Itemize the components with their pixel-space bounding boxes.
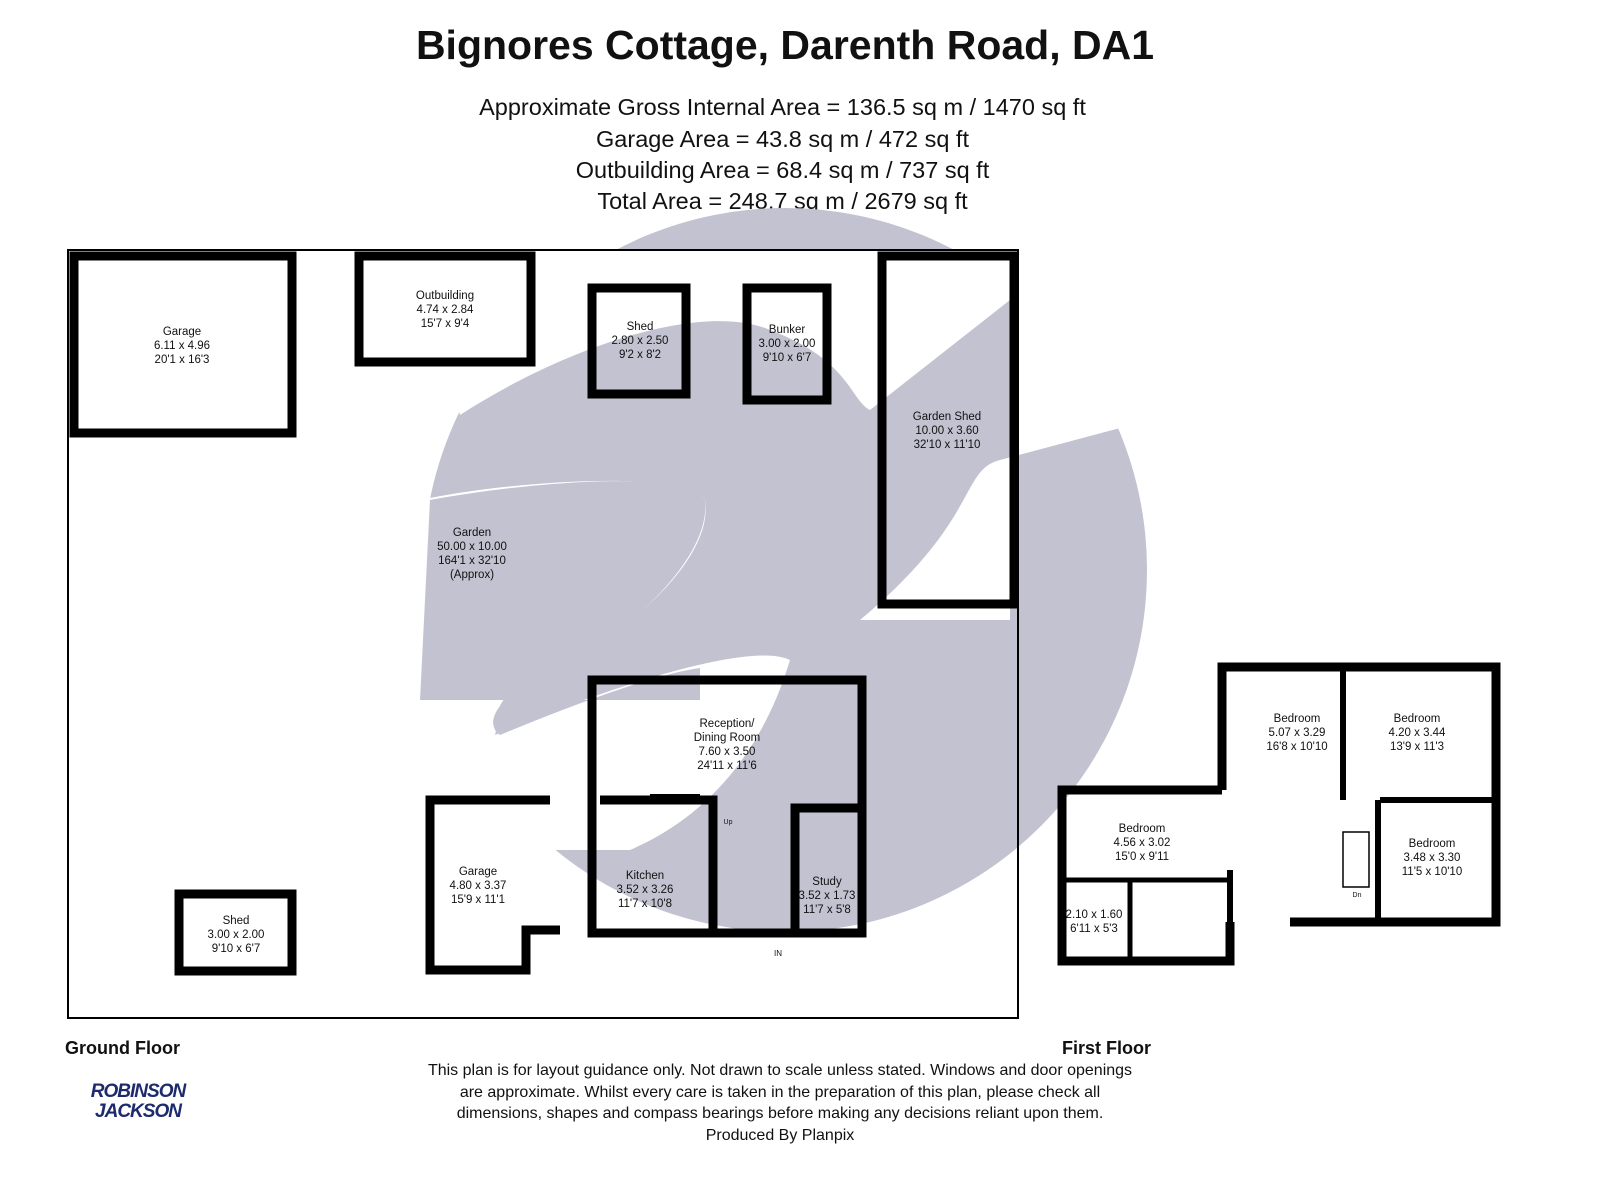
chimney [650,794,700,804]
study-walls [790,803,862,933]
disclaimer: This plan is for layout guidance only. N… [427,1062,1133,1144]
shed-walls [587,283,691,399]
robinson-jackson-logo: ROBINSON JACKSON [90,1081,186,1122]
first-floor-label: First Floor [1062,1038,1151,1058]
outbuilding-area: Outbuilding Area = 68.4 sq m / 737 sq ft [575,157,990,183]
garden-shed-walls [877,251,1019,609]
ground-floor-label: Ground Floor [65,1038,180,1058]
page-title: Bignores Cottage, Darenth Road, DA1 [415,22,1155,68]
first-floor-walls [1217,662,1501,927]
garage-walls [69,251,297,438]
gross-internal-area: Approximate Gross Internal Area = 136.5 … [479,94,1086,120]
shed2-walls [174,889,297,976]
bunker-walls [742,283,832,405]
stairs-up-label: Up [724,819,733,826]
stairs-down-label: Dn [1353,892,1362,899]
garage-area: Garage Area = 43.8 sq m / 472 sq ft [596,126,969,152]
entrance-label: IN [774,949,782,958]
outbuilding-walls [354,251,536,367]
watermark-logo [420,208,1150,932]
first-floor-wing-walls [1057,785,1235,966]
garage2-walls [425,795,560,975]
plot-boundary [67,249,1019,1019]
